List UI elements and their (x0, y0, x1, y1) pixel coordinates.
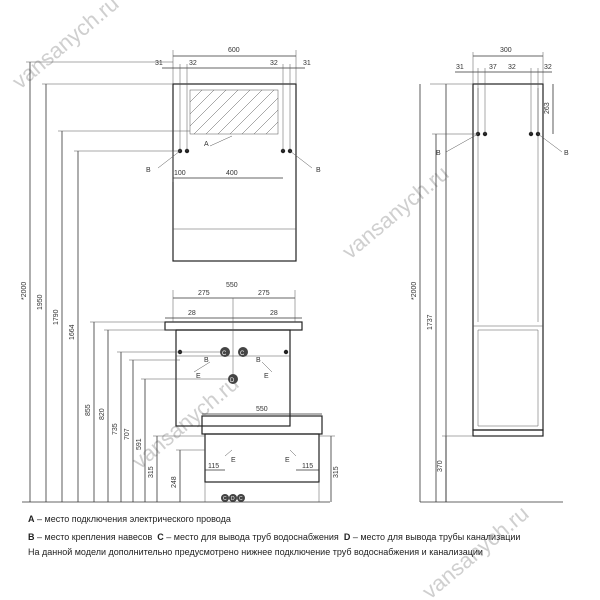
hatch-zone (189, 89, 279, 135)
dim-lower: 100 (174, 170, 186, 177)
legend-letter-b: B (28, 532, 35, 542)
dim-top-offset: 31 (456, 64, 464, 71)
dim-height: 248 (171, 476, 178, 488)
dim-top-offset: 37 (489, 64, 497, 71)
hinge-point (283, 349, 289, 355)
floor-body (204, 433, 320, 483)
legend-letter-c: C (157, 532, 164, 542)
dim-offset: 31 (155, 60, 163, 67)
marker-c-label: C (222, 351, 227, 357)
dim-lower: 400 (226, 170, 238, 177)
dim-top-offset: 32 (544, 64, 552, 71)
marker-e-label: E (196, 373, 201, 380)
legend-text-c: – место для вывода труб водоснабжения (163, 532, 339, 542)
marker-b-label: B (146, 167, 151, 174)
legend-line-a: A – место подключения электрического про… (28, 514, 231, 524)
dim-height: *2000 (411, 282, 418, 300)
marker-b-label: B (316, 167, 321, 174)
marker-c-label: C (240, 351, 245, 357)
bottom-outlet-c (237, 494, 245, 502)
mirror-front: B B A 600 31 32 32 31 100 400 (146, 47, 321, 262)
dim-top-depth: 263 (544, 102, 551, 114)
dim-height: 1737 (427, 314, 434, 330)
front-vertical-dims: *2000 1950 1790 1664 855 820 735 707 591… (21, 61, 340, 502)
dim-height: 1790 (53, 309, 60, 325)
countertop (164, 321, 303, 331)
floor-module-front: 550 115 115 E E C D C (201, 406, 323, 502)
water-outlet-c (238, 347, 248, 357)
dim-height: 735 (112, 423, 119, 435)
dim-cabinet-half: 275 (258, 290, 270, 297)
dim-cabinet-half: 275 (198, 290, 210, 297)
water-outlet-c (220, 347, 230, 357)
cabinet-front: 550 275 275 28 28 C C D B B E E (164, 282, 303, 427)
dim-cabinet-offset: 28 (188, 310, 196, 317)
dim-offset: 32 (270, 60, 278, 67)
hatch-lines (189, 89, 279, 135)
legend-line-note: На данной модели дополнительно предусмот… (28, 547, 483, 557)
floor-top (201, 415, 323, 435)
bottom-outlet-c (221, 494, 229, 502)
marker-d-label: D (231, 496, 235, 502)
dim-top-offset: 32 (508, 64, 516, 71)
side-view: B B 300 31 37 32 32 263 *2000 1737 370 (411, 47, 569, 503)
dim-floor-width: 550 (256, 406, 268, 413)
dim-height: 820 (99, 408, 106, 420)
marker-b-label: B (204, 357, 209, 364)
dim-height: *2000 (21, 282, 28, 300)
marker-c-label: C (223, 496, 227, 502)
column-body (472, 83, 544, 431)
marker-e-label: E (264, 373, 269, 380)
dim-height: 1950 (37, 294, 44, 310)
legend-text-b: – место крепления навесов (34, 532, 153, 542)
dim-mirror-width: 600 (228, 47, 240, 54)
marker-b-label: B (256, 357, 261, 364)
marker-d-label: D (230, 378, 235, 384)
dim-offset: 32 (189, 60, 197, 67)
dim-height: 1664 (69, 324, 76, 340)
legend-text-a: – место подключения электрического прово… (34, 514, 231, 524)
legend-text-d: – место для вывода трубы канализации (350, 532, 521, 542)
watermark: vansanych.ru (127, 371, 243, 474)
legend-note: На данной модели дополнительно предусмот… (28, 547, 483, 557)
watermark: vansanych.ru (7, 0, 123, 94)
dim-floor-offset: 115 (302, 463, 313, 470)
bottom-outlet-d (229, 494, 237, 502)
marker-b-label: B (564, 150, 569, 157)
marker-b-label: B (436, 150, 441, 157)
legend-line-bcd: B – место крепления навесов C – место дл… (28, 532, 520, 542)
marker-e-label: E (285, 457, 290, 464)
dim-height: 707 (124, 428, 131, 440)
dim-height: 855 (85, 404, 92, 416)
dim-floor-offset: 115 (208, 463, 219, 470)
drain-outlet-d (228, 374, 238, 384)
legend-letter-a: A (28, 514, 35, 524)
marker-c-label: C (239, 496, 243, 502)
marker-a-label: A (204, 141, 209, 148)
dim-height: 315 (333, 466, 340, 478)
marker-e-label: E (231, 457, 236, 464)
dim-offset: 31 (303, 60, 311, 67)
dim-cabinet-width: 550 (226, 282, 238, 289)
dim-top-width: 300 (500, 47, 512, 54)
dim-height: 315 (148, 466, 155, 478)
dim-height: 370 (437, 460, 444, 472)
legend-letter-d: D (343, 532, 351, 542)
dim-cabinet-offset: 28 (270, 310, 278, 317)
dim-height: 591 (136, 438, 143, 450)
